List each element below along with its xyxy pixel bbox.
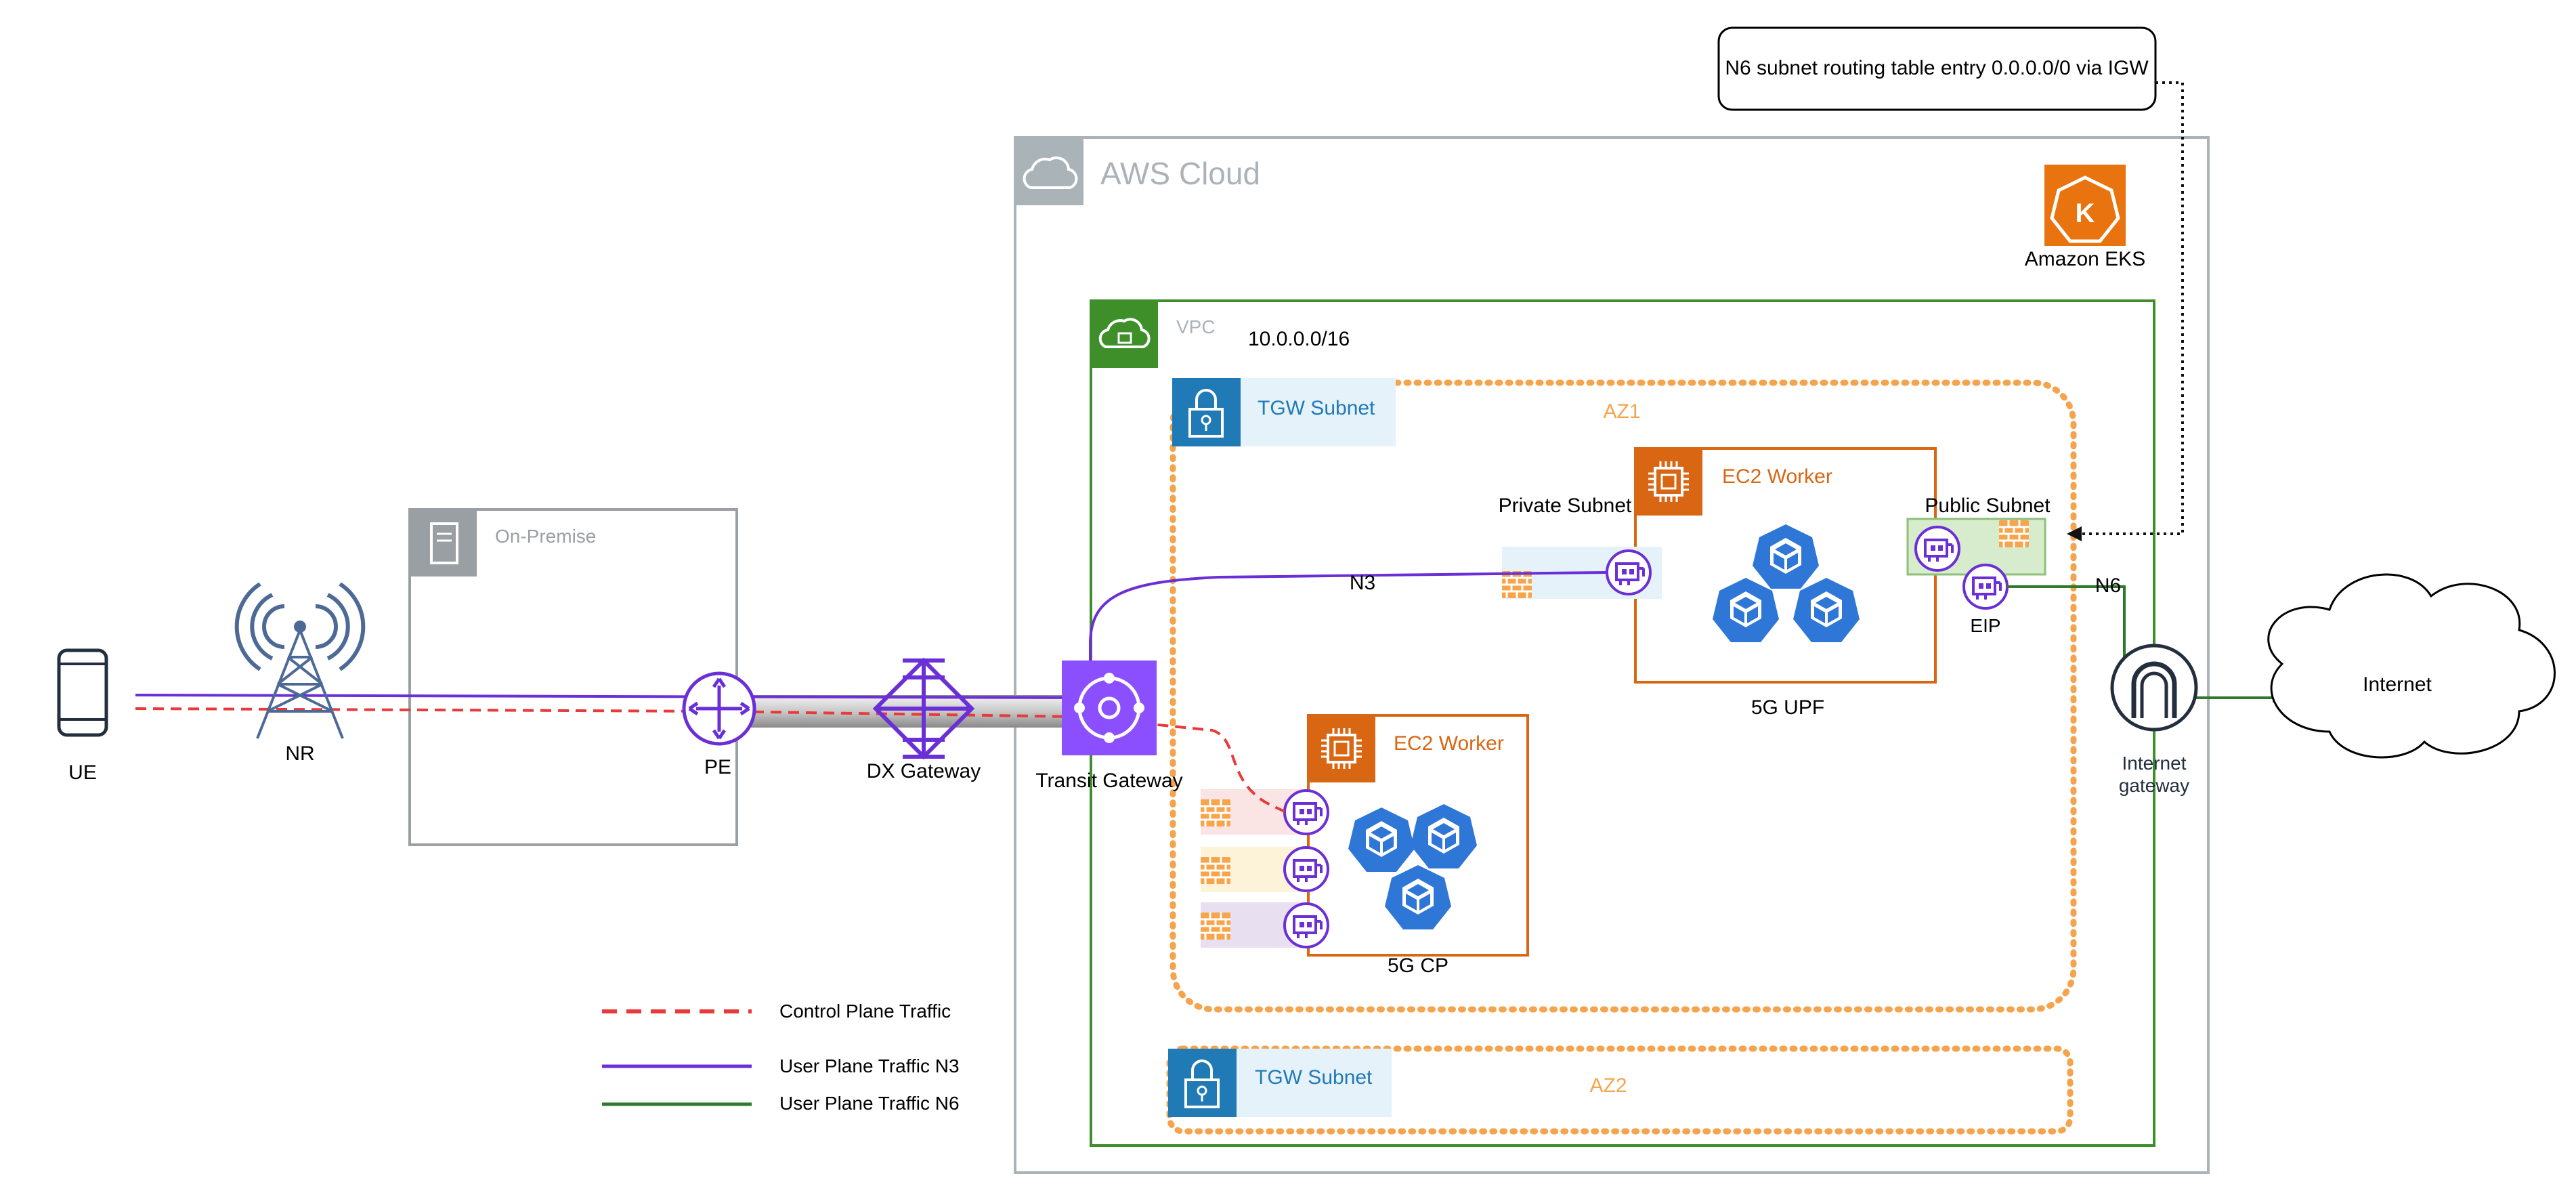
internet-gateway-icon bbox=[2110, 644, 2198, 732]
transit-gateway: Transit Gateway bbox=[1035, 661, 1183, 792]
server-icon bbox=[430, 522, 458, 564]
tgw-subnet-az1-label: TGW Subnet bbox=[1258, 397, 1375, 419]
vpc-cidr: 10.0.0.0/16 bbox=[1248, 328, 1350, 350]
n6-label: N6 bbox=[2095, 574, 2121, 597]
vpc-group: VPC 10.0.0.0/16 bbox=[1090, 299, 2155, 1147]
network-interface-icon bbox=[1283, 789, 1329, 835]
pe-label: PE bbox=[704, 756, 731, 778]
network-interface-icon bbox=[1606, 549, 1652, 595]
kubernetes-pod-icon bbox=[1411, 804, 1477, 868]
aws-cloud-border bbox=[1014, 136, 2210, 1174]
cp-label: 5G CP bbox=[1388, 955, 1448, 977]
tgw-subnet-az2: TGW Subnet bbox=[1168, 1049, 1392, 1117]
cloud-icon bbox=[1023, 156, 1078, 189]
mobile-phone-icon bbox=[57, 648, 108, 737]
amazon-eks-label: Amazon EKS bbox=[2025, 248, 2145, 270]
legend-control-plane-label: Control Plane Traffic bbox=[779, 1001, 951, 1022]
vpc-label: VPC bbox=[1176, 316, 1216, 337]
pe-router: PE bbox=[682, 671, 756, 778]
kubernetes-pod-icon bbox=[1793, 578, 1860, 642]
on-premise-group: On-Premise bbox=[408, 508, 738, 846]
ec2-worker-cp: EC2 Worker 5G CP bbox=[1307, 714, 1529, 977]
firewall-icon bbox=[1199, 911, 1232, 941]
legend: Control Plane Traffic User Plane Traffic… bbox=[602, 1001, 960, 1114]
internet-gateway: Internet gateway bbox=[2110, 644, 2198, 796]
ue-label: UE bbox=[68, 761, 97, 784]
network-interface-icon bbox=[1962, 564, 2009, 610]
routing-note: N6 subnet routing table entry 0.0.0.0/0 … bbox=[1717, 26, 2184, 541]
az2-label: AZ2 bbox=[1589, 1074, 1627, 1097]
dx-gateway: DX Gateway bbox=[867, 657, 981, 782]
firewall-icon bbox=[1501, 570, 1533, 600]
internet: Internet bbox=[2267, 573, 2556, 759]
internet-label: Internet bbox=[2363, 673, 2432, 696]
aws-cloud-label: AWS Cloud bbox=[1100, 156, 1260, 191]
ue-device: UE bbox=[57, 648, 108, 784]
public-subnet: Public Subnet EIP bbox=[1906, 495, 2051, 636]
az1-zone bbox=[1169, 379, 2077, 1013]
nr-tower: NR bbox=[234, 582, 366, 765]
n6-user-plane-line bbox=[2007, 585, 2282, 703]
private-subnet: Private Subnet bbox=[1499, 495, 1662, 600]
eip-label: EIP bbox=[1970, 615, 2000, 636]
internet-gateway-label-1: Internet bbox=[2122, 753, 2187, 774]
kubernetes-pod-icon bbox=[1753, 524, 1819, 589]
kubernetes-pod-icon bbox=[1385, 865, 1451, 929]
ec2-worker-upf-label: EC2 Worker bbox=[1722, 465, 1832, 488]
amazon-eks: K Amazon EKS bbox=[2025, 165, 2145, 270]
dx-gateway-label: DX Gateway bbox=[867, 760, 981, 782]
firewall-icon bbox=[1998, 519, 2030, 549]
routing-note-text: N6 subnet routing table entry 0.0.0.0/0 … bbox=[1725, 57, 2149, 79]
svg-text:K: K bbox=[2076, 198, 2095, 228]
network-interface-icon bbox=[1914, 526, 1960, 572]
legend-n6-label: User Plane Traffic N6 bbox=[779, 1093, 960, 1114]
legend-n3-label: User Plane Traffic N3 bbox=[779, 1055, 960, 1076]
radio-tower-icon bbox=[234, 582, 366, 739]
n3-user-plane-line bbox=[135, 571, 1607, 700]
internet-cloud-icon bbox=[2267, 573, 2556, 759]
network-interface-icon bbox=[1283, 846, 1329, 892]
vpc-lock-icon bbox=[1098, 318, 1151, 348]
kubernetes-pod-icon bbox=[1713, 578, 1779, 642]
control-plane-line bbox=[135, 707, 1285, 813]
az1-label: AZ1 bbox=[1603, 400, 1640, 423]
private-subnet-label: Private Subnet bbox=[1499, 495, 1632, 517]
ec2-worker-cp-label: EC2 Worker bbox=[1394, 732, 1504, 755]
transit-gateway-label: Transit Gateway bbox=[1035, 770, 1182, 792]
nr-label: NR bbox=[285, 742, 314, 765]
tgw-subnet-az2-label: TGW Subnet bbox=[1255, 1066, 1373, 1089]
firewall-icon bbox=[1199, 798, 1232, 828]
routing-note-connector bbox=[2067, 81, 2184, 541]
cp-subnets bbox=[1199, 789, 1329, 948]
ec2-worker-upf: EC2 Worker 5G UPF bbox=[1634, 447, 1937, 719]
dx-gateway-icon bbox=[872, 657, 975, 760]
network-interface-icon bbox=[1283, 902, 1329, 948]
public-subnet-label: Public Subnet bbox=[1925, 495, 2051, 517]
n3-label: N3 bbox=[1350, 572, 1375, 594]
on-premise-label: On-Premise bbox=[495, 526, 596, 547]
upf-label: 5G UPF bbox=[1751, 696, 1824, 719]
tgw-subnet-az1: TGW Subnet bbox=[1172, 378, 1396, 446]
aws-cloud-group: AWS Cloud bbox=[1014, 136, 2210, 1174]
internet-gateway-label-2: gateway bbox=[2119, 775, 2189, 796]
kubernetes-pod-icon bbox=[1348, 808, 1415, 872]
firewall-icon bbox=[1199, 856, 1232, 885]
